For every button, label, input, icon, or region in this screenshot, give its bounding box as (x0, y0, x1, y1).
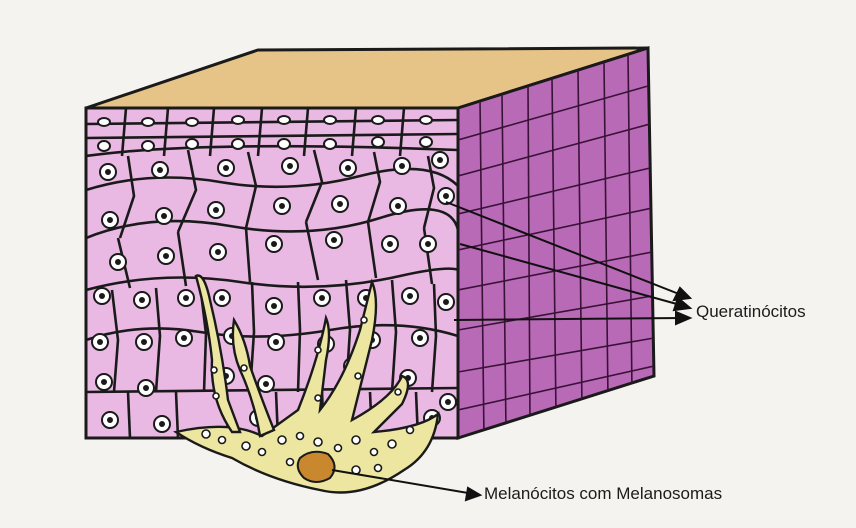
queratinocitos-label: Queratinócitos (696, 302, 806, 322)
melanocitos-label: Melanócitos com Melanosomas (484, 484, 722, 504)
